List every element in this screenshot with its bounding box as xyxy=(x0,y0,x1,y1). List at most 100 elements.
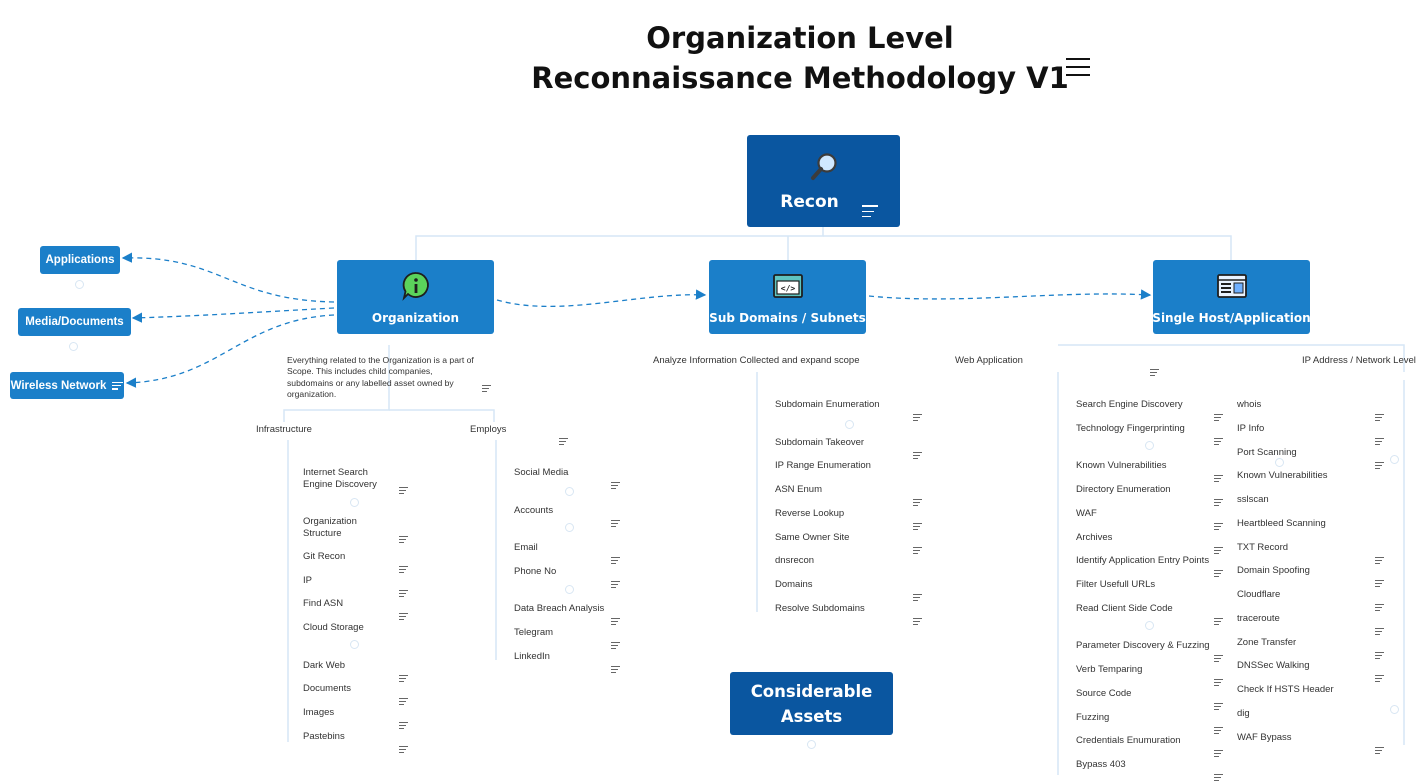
list-item[interactable]: Fuzzing xyxy=(1076,712,1110,723)
list-item[interactable]: Pastebins xyxy=(303,731,345,742)
root-node[interactable]: Recon xyxy=(747,135,900,227)
list-item[interactable]: Known Vulnerabilities xyxy=(1237,470,1328,481)
list-item[interactable]: Cloudflare xyxy=(1237,589,1281,600)
considerable-assets-node[interactable]: Considerable Assets xyxy=(730,672,893,735)
list-item[interactable]: Archives xyxy=(1076,532,1113,543)
organization-node[interactable]: Organization xyxy=(337,260,494,334)
list-item[interactable]: Heartbleed Scanning xyxy=(1237,518,1326,529)
root-notes-icon[interactable] xyxy=(862,196,878,218)
list-item[interactable]: Technology Fingerprinting xyxy=(1076,423,1185,434)
collapse-dot[interactable] xyxy=(807,740,816,749)
collapse-dot[interactable] xyxy=(1145,621,1154,630)
notes-icon[interactable] xyxy=(399,710,408,729)
notes-icon[interactable] xyxy=(1375,568,1384,587)
list-item[interactable]: Documents xyxy=(303,683,352,694)
list-item[interactable]: whois xyxy=(1237,399,1262,410)
list-item[interactable]: traceroute xyxy=(1237,613,1280,624)
list-item[interactable]: Subdomain Enumeration xyxy=(775,399,880,410)
wireless-notes-icon[interactable] xyxy=(112,381,124,390)
list-item[interactable]: Subdomain Takeover xyxy=(775,437,865,448)
collapse-dot[interactable] xyxy=(69,342,78,351)
collapse-dot[interactable] xyxy=(75,280,84,289)
list-item[interactable]: Parameter Discovery & Fuzzing xyxy=(1076,640,1210,651)
list-item[interactable]: Known Vulnerabilities xyxy=(1076,460,1167,471)
list-item[interactable]: Images xyxy=(303,707,335,718)
list-item[interactable]: Resolve Subdomains xyxy=(775,603,865,614)
collapse-dot[interactable] xyxy=(350,498,359,507)
list-item[interactable]: IP xyxy=(303,575,312,586)
list-item[interactable]: DNSSec Walking xyxy=(1237,660,1310,671)
notes-icon[interactable] xyxy=(1375,402,1384,421)
list-item[interactable]: Credentials Enumuration xyxy=(1076,735,1181,746)
title-notes-icon[interactable] xyxy=(1066,47,1090,76)
notes-icon[interactable] xyxy=(1214,558,1223,577)
list-item[interactable]: IP Info xyxy=(1237,423,1265,434)
collapse-dot[interactable] xyxy=(1390,705,1399,714)
list-item[interactable]: Organization Structure xyxy=(303,516,357,539)
list-item[interactable]: Domain Spoofing xyxy=(1237,565,1310,576)
collapse-dot[interactable] xyxy=(350,640,359,649)
notes-icon[interactable] xyxy=(913,535,922,554)
collapse-dot[interactable] xyxy=(1390,455,1399,464)
notes-icon[interactable] xyxy=(1375,616,1384,635)
list-item[interactable]: Phone No xyxy=(514,566,557,577)
notes-icon[interactable] xyxy=(1214,426,1223,445)
list-item[interactable]: Identify Application Entry Points xyxy=(1076,555,1210,566)
notes-icon[interactable] xyxy=(1375,735,1384,754)
list-item[interactable]: Check If HSTS Header xyxy=(1237,684,1334,695)
notes-icon[interactable] xyxy=(399,734,408,753)
list-item[interactable]: dig xyxy=(1237,708,1250,719)
list-item[interactable]: Same Owner Site xyxy=(775,532,850,543)
list-item[interactable]: Source Code xyxy=(1076,688,1132,699)
notes-icon[interactable] xyxy=(611,508,620,527)
list-item[interactable]: Dark Web xyxy=(303,660,346,671)
notes-icon[interactable] xyxy=(1214,606,1223,625)
notes-icon[interactable] xyxy=(399,601,408,620)
notes-icon[interactable] xyxy=(913,606,922,625)
notes-icon[interactable] xyxy=(399,663,408,682)
notes-icon[interactable] xyxy=(1214,511,1223,530)
notes-icon[interactable] xyxy=(611,545,620,564)
collapse-dot[interactable] xyxy=(845,420,854,429)
notes-icon[interactable] xyxy=(913,440,922,459)
notes-icon[interactable] xyxy=(1214,738,1223,757)
list-item[interactable]: sslscan xyxy=(1237,494,1269,505)
notes-icon[interactable] xyxy=(1375,640,1384,659)
notes-icon[interactable] xyxy=(399,554,408,573)
list-item[interactable]: WAF Bypass xyxy=(1237,732,1292,743)
notes-icon[interactable] xyxy=(611,606,620,625)
subdomains-node[interactable]: </> Sub Domains / Subnets xyxy=(709,260,866,334)
wireless-network-node[interactable]: Wireless Network xyxy=(10,372,124,399)
notes-icon[interactable] xyxy=(399,686,408,705)
notes-icon[interactable] xyxy=(611,630,620,649)
list-item[interactable]: Accounts xyxy=(514,505,554,516)
list-item[interactable]: ASN Enum xyxy=(775,484,822,495)
notes-icon[interactable] xyxy=(611,470,620,489)
notes-icon[interactable] xyxy=(1375,450,1384,469)
notes-icon[interactable] xyxy=(913,582,922,601)
notes-icon[interactable] xyxy=(913,487,922,506)
list-item[interactable]: Telegram xyxy=(514,627,554,638)
list-item[interactable]: Search Engine Discovery xyxy=(1076,399,1183,410)
notes-icon[interactable] xyxy=(611,569,620,588)
list-item[interactable]: Directory Enumeration xyxy=(1076,484,1171,495)
collapse-dot[interactable] xyxy=(1275,458,1284,467)
notes-icon[interactable] xyxy=(913,511,922,530)
collapse-dot[interactable] xyxy=(565,585,574,594)
notes-icon[interactable] xyxy=(611,654,620,673)
notes-icon[interactable] xyxy=(913,402,922,421)
applications-node[interactable]: Applications xyxy=(40,246,120,274)
notes-icon[interactable] xyxy=(1375,592,1384,611)
list-item[interactable]: Reverse Lookup xyxy=(775,508,845,519)
notes-icon[interactable] xyxy=(1150,357,1159,376)
list-item[interactable]: Domains xyxy=(775,579,813,590)
list-item[interactable]: IP Range Enumeration xyxy=(775,460,871,471)
list-item[interactable]: Social Media xyxy=(514,467,569,478)
list-item[interactable]: Find ASN xyxy=(303,598,344,609)
list-item[interactable]: Email xyxy=(514,542,538,553)
notes-icon[interactable] xyxy=(1214,402,1223,421)
list-item[interactable]: Verb Temparing xyxy=(1076,664,1143,675)
notes-icon[interactable] xyxy=(399,578,408,597)
list-item[interactable]: Zone Transfer xyxy=(1237,637,1297,648)
notes-icon[interactable] xyxy=(1214,667,1223,686)
